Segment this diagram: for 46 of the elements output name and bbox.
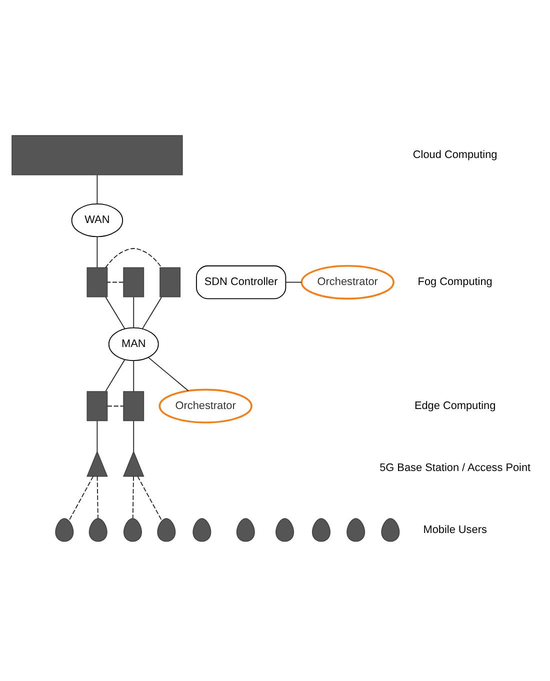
connector (68, 475, 94, 521)
connector (105, 296, 126, 329)
node-ellipse: WAN (71, 202, 124, 237)
connector (133, 360, 134, 392)
node-person (123, 518, 142, 542)
node-person (276, 518, 294, 542)
connector (133, 296, 134, 328)
node-server (123, 266, 144, 297)
node-box: SDN Controller (196, 264, 286, 299)
connector (106, 281, 124, 282)
connector (142, 296, 162, 329)
node-person (88, 518, 108, 542)
connector (106, 405, 124, 406)
connector (133, 420, 134, 452)
connector (286, 281, 302, 282)
label: Edge Computing (414, 399, 496, 412)
node-server (86, 266, 108, 297)
connector (132, 475, 134, 518)
node-person (236, 518, 255, 542)
label: 5G Base Station / Access Point (380, 461, 531, 474)
connector (105, 358, 126, 392)
connector (148, 356, 189, 391)
node-person (381, 518, 400, 542)
connector (96, 236, 98, 268)
label: Fog Computing (418, 276, 492, 288)
node-ellipse: Orchestrator (300, 264, 394, 300)
node-tower (122, 450, 144, 476)
node-tower (86, 450, 108, 476)
node-ellipse: MAN (108, 326, 159, 361)
node-person (312, 518, 330, 542)
connector (137, 475, 162, 521)
connector (96, 420, 98, 452)
node-person (346, 518, 366, 542)
node-server (160, 266, 181, 297)
node-person (157, 518, 176, 542)
connector (105, 248, 162, 268)
label: Mobile Users (423, 523, 487, 536)
node-server (12, 134, 183, 175)
node-person (55, 518, 74, 542)
node-server (86, 390, 108, 421)
node-server (123, 390, 144, 421)
connector (96, 174, 98, 204)
node-person (192, 518, 212, 542)
label: Cloud Computing (412, 148, 498, 161)
connector (96, 475, 98, 518)
node-ellipse: Orchestrator (158, 388, 252, 423)
